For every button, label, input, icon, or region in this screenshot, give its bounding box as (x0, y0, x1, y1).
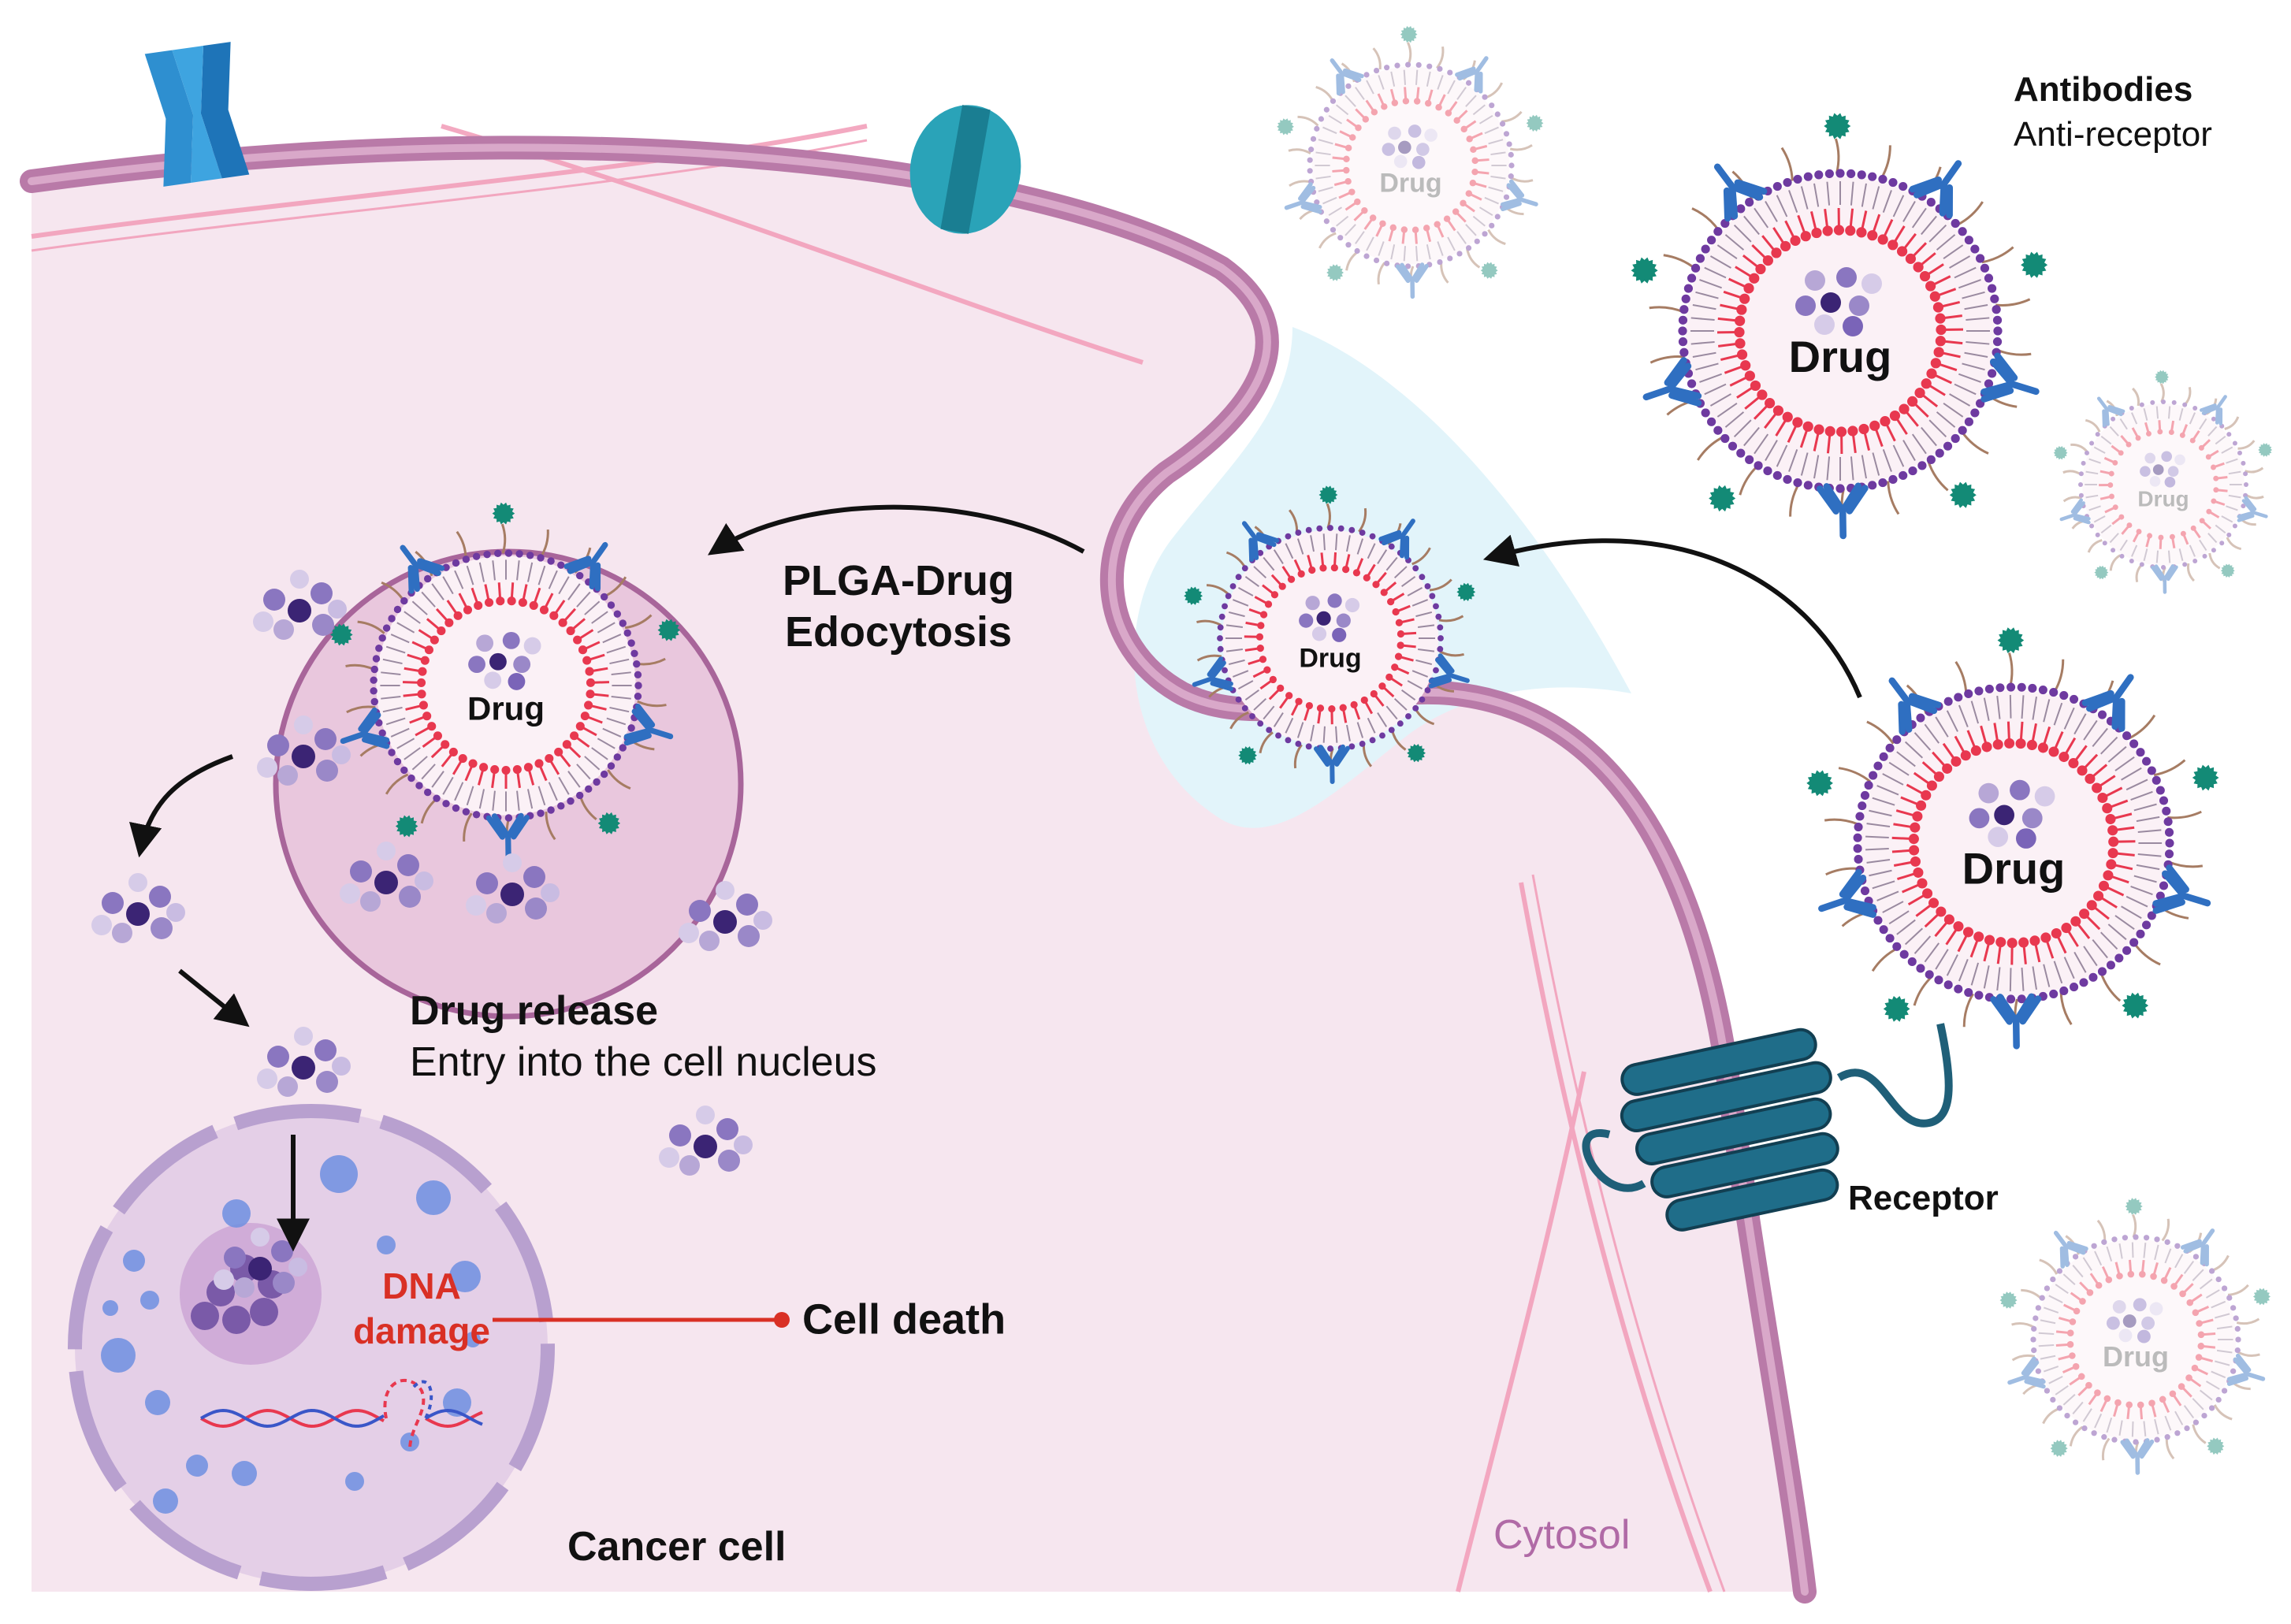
label-plga-drug: PLGA-Drug (783, 557, 1014, 604)
nanoparticle-drug-label: Drug (1962, 843, 2066, 893)
label-receptor: Receptor (1848, 1179, 1999, 1217)
nanoparticle-drug-label: Drug (2137, 486, 2189, 511)
label-drug-release: Drug release (410, 988, 658, 1034)
nanoparticle-drug-label: Drug (467, 690, 545, 727)
label-damage: damage (353, 1310, 490, 1351)
label-cytosol: Cytosol (1493, 1512, 1630, 1558)
nanoparticle-drug-label: Drug (2103, 1340, 2169, 1373)
nanoparticle: Drug (2000, 1198, 2271, 1473)
label-antibodies: Antibodies (2014, 70, 2192, 109)
label-entry-nucleus: Entry into the cell nucleus (410, 1039, 877, 1085)
nanoparticle-drug-label: Drug (1299, 643, 1361, 673)
nanoparticle: Drug (2054, 370, 2272, 593)
label-cancer-cell: Cancer cell (567, 1524, 787, 1570)
label-dna: DNA (382, 1265, 461, 1306)
nanoparticle-drug-label: Drug (1789, 332, 1892, 381)
label-cell-death: Cell death (802, 1295, 1006, 1343)
nanoparticle: Drug (1277, 26, 1543, 297)
nanoparticle-drug-label: Drug (1379, 168, 1441, 198)
nanoparticle: Drug (1806, 627, 2218, 1046)
label-anti-receptor: Anti-receptor (2014, 115, 2212, 154)
label-edocytosis: Edocytosis (785, 608, 1012, 656)
nanoparticle: Drug (1631, 113, 2048, 537)
